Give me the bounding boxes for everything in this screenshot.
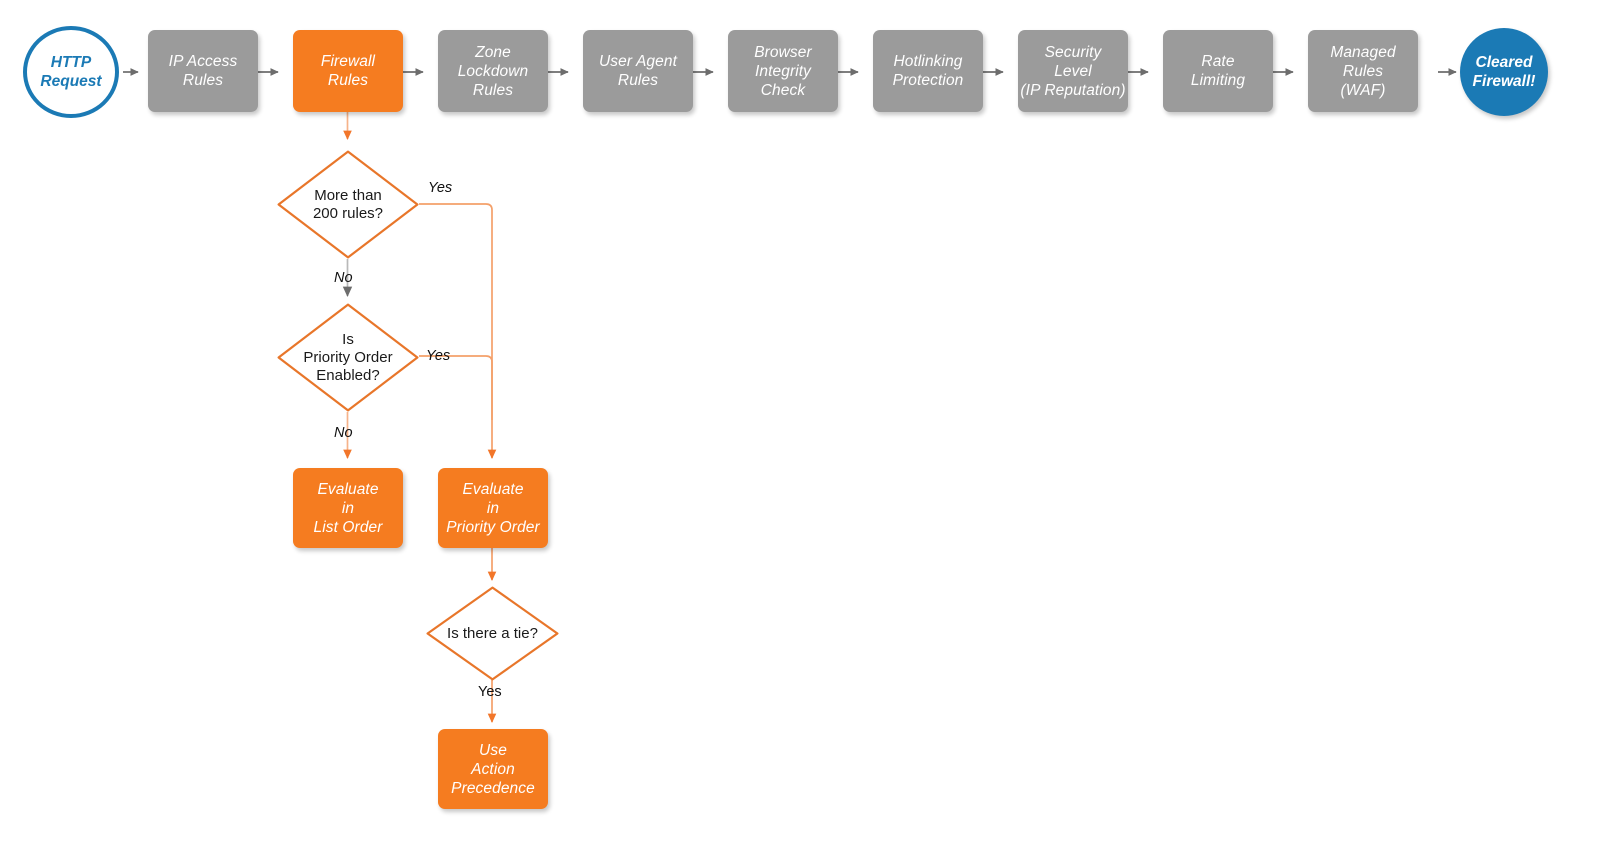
node-ip-access-rules[interactable]: IP Access Rules bbox=[148, 30, 258, 112]
node-evaluate-in-list-order-label: Evaluate in List Order bbox=[313, 480, 383, 536]
edge-label-yes-priority-order: Yes bbox=[426, 348, 451, 364]
node-hotlinking-protection[interactable]: Hotlinking Protection bbox=[873, 30, 983, 112]
edge-label-no-priority-order: No bbox=[334, 425, 353, 441]
node-ip-access-rules-label: IP Access Rules bbox=[168, 53, 238, 89]
diamond-shape-is-there-a-tie bbox=[426, 586, 559, 681]
node-use-action-precedence-label: Use Action Precedence bbox=[451, 741, 535, 797]
node-zone-lockdown-rules-label: Zone Lockdown Rules bbox=[457, 43, 529, 99]
node-user-agent-rules[interactable]: User Agent Rules bbox=[583, 30, 693, 112]
node-http-request[interactable]: HTTP Request bbox=[23, 26, 119, 118]
node-managed-rules-waf-label: Managed Rules (WAF) bbox=[1330, 43, 1396, 99]
edge-more-than-200-rules-yes bbox=[419, 203, 497, 460]
node-hotlinking-protection-label: Hotlinking Protection bbox=[892, 53, 964, 89]
edge-label-yes-is-there-a-tie: Yes bbox=[478, 684, 502, 700]
node-more-than-200-rules-label: More than 200 rules? bbox=[312, 186, 384, 222]
node-browser-integrity-check[interactable]: Browser Integrity Check bbox=[728, 30, 838, 112]
node-evaluate-in-list-order[interactable]: Evaluate in List Order bbox=[293, 468, 403, 548]
node-rate-limiting[interactable]: Rate Limiting bbox=[1163, 30, 1273, 112]
node-firewall-rules[interactable]: Firewall Rules bbox=[293, 30, 403, 112]
edge-label-yes-more-than-200: Yes bbox=[428, 180, 453, 196]
node-evaluate-in-priority-order[interactable]: Evaluate in Priority Order bbox=[438, 468, 548, 548]
node-cleared-firewall-label: Cleared Firewall! bbox=[1472, 54, 1536, 90]
node-user-agent-rules-label: User Agent Rules bbox=[599, 53, 677, 89]
node-browser-integrity-check-label: Browser Integrity Check bbox=[754, 43, 812, 99]
node-security-level-label: Security Level (IP Reputation) bbox=[1020, 43, 1126, 99]
node-rate-limiting-label: Rate Limiting bbox=[1190, 53, 1246, 89]
edge-is-priority-order-enabled-yes bbox=[419, 355, 493, 420]
node-is-priority-order-enabled[interactable]: Is Priority Order Enabled? bbox=[277, 303, 419, 412]
node-is-there-a-tie[interactable]: Is there a tie? bbox=[426, 586, 559, 681]
node-is-priority-order-enabled-label: Is Priority Order Enabled? bbox=[303, 330, 393, 384]
node-firewall-rules-label: Firewall Rules bbox=[320, 53, 376, 89]
node-managed-rules-waf[interactable]: Managed Rules (WAF) bbox=[1308, 30, 1418, 112]
node-evaluate-in-priority-order-label: Evaluate in Priority Order bbox=[446, 480, 540, 536]
node-cleared-firewall[interactable]: Cleared Firewall! bbox=[1460, 28, 1548, 116]
node-more-than-200-rules[interactable]: More than 200 rules? bbox=[277, 150, 419, 259]
node-use-action-precedence[interactable]: Use Action Precedence bbox=[438, 729, 548, 809]
node-zone-lockdown-rules[interactable]: Zone Lockdown Rules bbox=[438, 30, 548, 112]
diamond-shape-is-priority-order-enabled bbox=[277, 303, 419, 412]
edge-label-no-more-than-200: No bbox=[334, 270, 353, 286]
node-security-level[interactable]: Security Level (IP Reputation) bbox=[1018, 30, 1128, 112]
node-is-there-a-tie-label: Is there a tie? bbox=[447, 624, 538, 642]
diamond-shape-more-than-200-rules bbox=[277, 150, 419, 259]
node-http-request-label: HTTP Request bbox=[40, 54, 102, 90]
